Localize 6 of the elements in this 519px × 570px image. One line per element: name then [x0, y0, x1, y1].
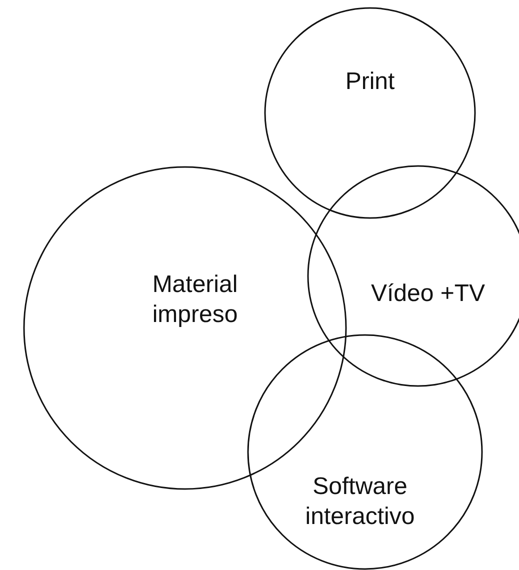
- circle-label: Print: [344, 67, 396, 97]
- circle-label: Material impreso: [151, 270, 239, 330]
- circle: [247, 334, 483, 570]
- circle-label: Software interactivo: [304, 472, 416, 532]
- circle-label: Vídeo +TV: [370, 279, 486, 309]
- circle: [264, 7, 476, 219]
